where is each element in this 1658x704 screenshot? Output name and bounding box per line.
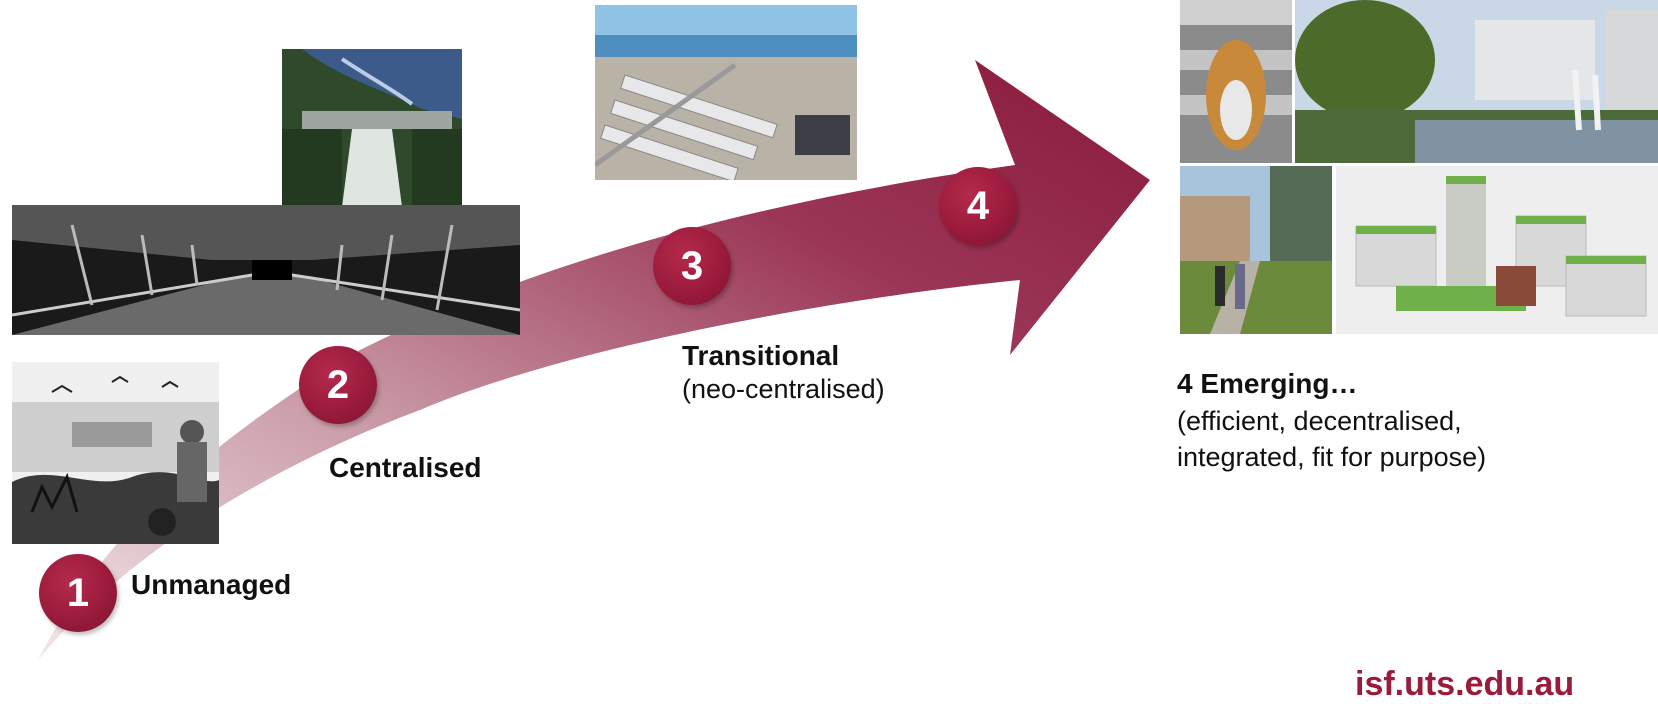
green-roof-development-photo [1336,166,1658,334]
stage-3-badge: 3 [653,227,731,305]
stage-2-title: Centralised [329,452,482,483]
stage-2-badge: 2 [299,346,377,424]
stage-1-badge: 1 [39,554,117,632]
unmanaged-engraving-photo [12,362,219,544]
footer-url: isf.uts.edu.au [1355,665,1575,703]
stage-4-subtitle-line-1: (efficient, decentralised, [1177,406,1462,436]
stage-4-badge: 4 [939,167,1017,245]
green-street-photo [1180,166,1332,334]
toilet-photo [1180,0,1292,163]
dam-photo [282,49,462,207]
stage-1-title: Unmanaged [131,569,292,600]
stage-3-title: Transitional [682,340,840,371]
treatment-plant-photo [595,5,857,180]
stage-3-subtitle: (neo-centralised) [682,374,885,404]
arrow-body [38,60,1150,660]
sewer-tunnel-photo [12,205,520,335]
urban-park-photo [1295,0,1658,163]
stage-4-title: 4 Emerging… [1177,368,1358,399]
stage-4-subtitle-line-2: integrated, fit for purpose) [1177,442,1487,472]
progress-arrow [38,60,1150,660]
